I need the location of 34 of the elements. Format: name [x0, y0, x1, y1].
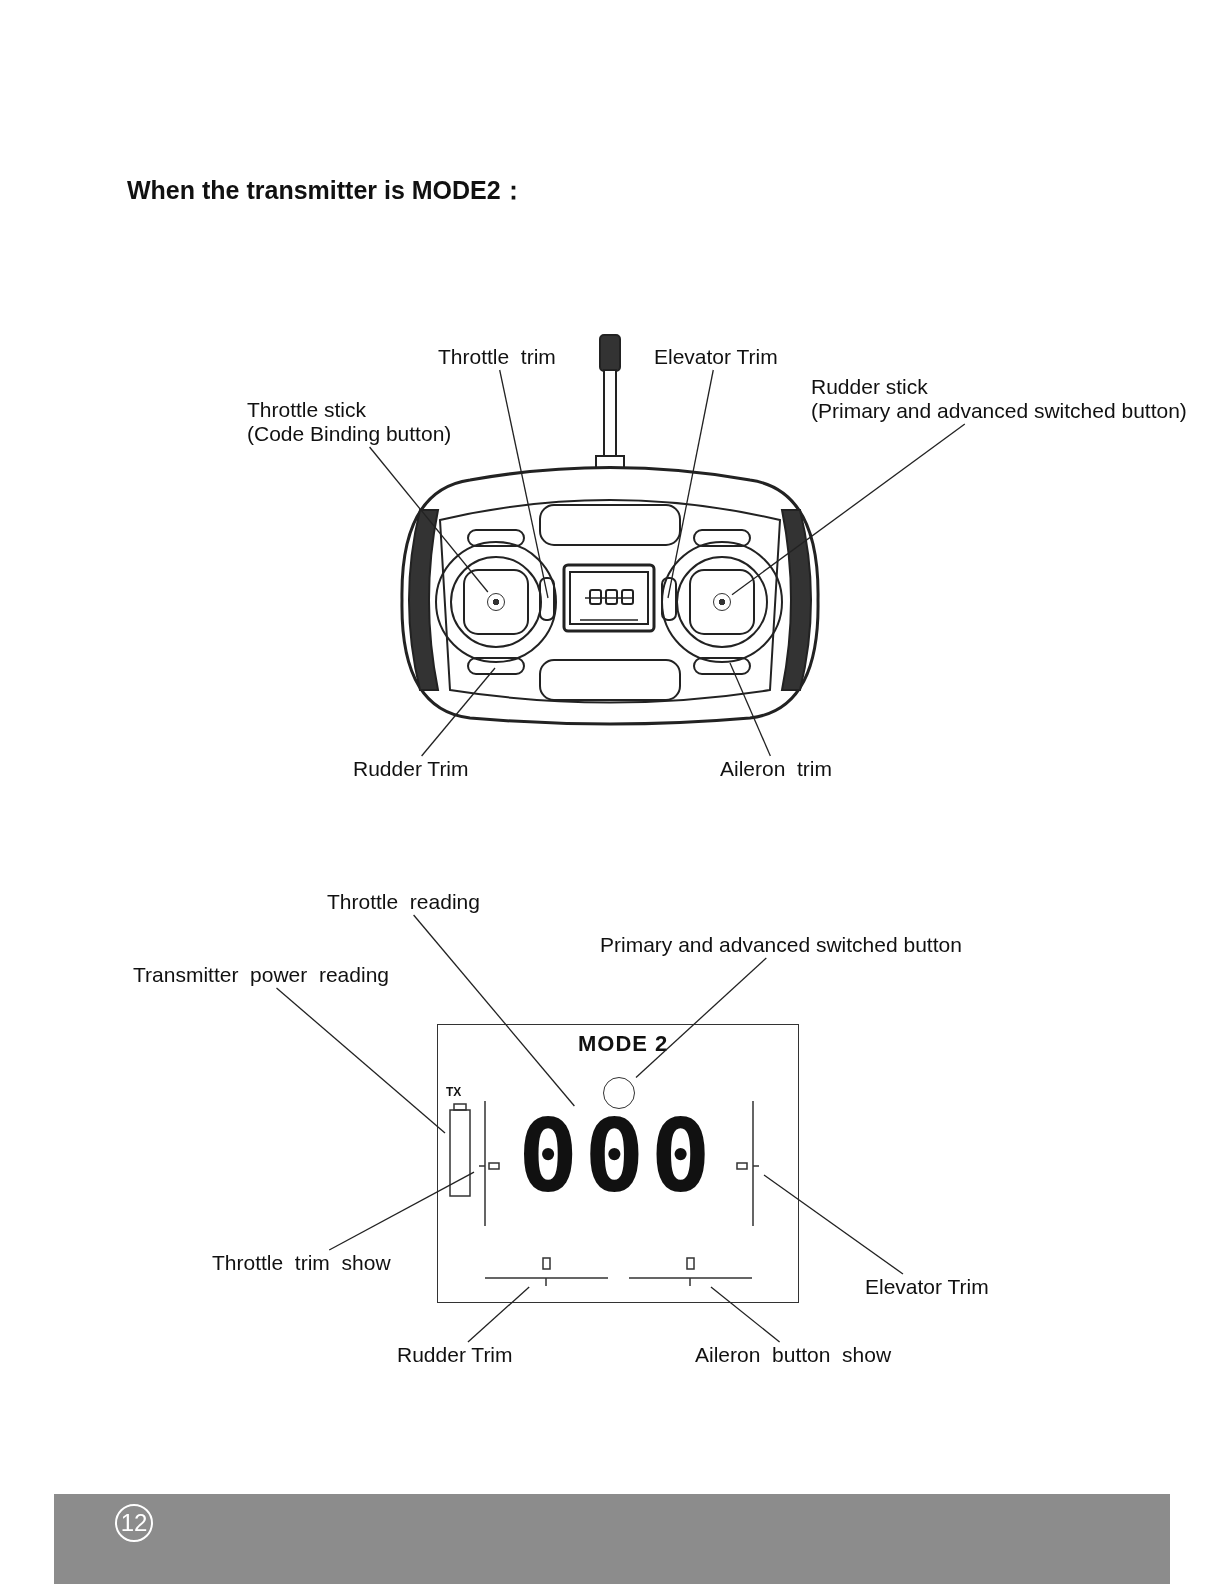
part-label: Aileron trim [720, 757, 833, 781]
leader-line [731, 423, 966, 596]
page-number: 12 [115, 1504, 153, 1542]
part-label: Elevator Trim [865, 1275, 989, 1299]
part-label: Rudder Trim [397, 1343, 513, 1367]
leader-line [763, 1174, 904, 1275]
leader-line [328, 1171, 475, 1251]
lcd-digits: 000 [518, 1107, 717, 1207]
lcd-screen [437, 1024, 799, 1303]
part-label: Throttle stick [247, 398, 368, 422]
part-label: Throttle trim show [212, 1251, 391, 1275]
leader-line [499, 369, 549, 599]
part-label: Throttle reading [327, 890, 480, 914]
part-label: Primary and advanced switched button [600, 933, 962, 957]
leader-line [412, 914, 576, 1107]
part-label: Aileron button show [695, 1343, 892, 1367]
leader-line [710, 1286, 781, 1343]
part-label: Rudder Trim [353, 757, 469, 781]
leader-line [368, 446, 489, 593]
part-label: Throttle trim [438, 345, 556, 369]
leader-line [420, 667, 496, 757]
heading: When the transmitter is MODE2： [127, 178, 526, 202]
leader-line [635, 957, 767, 1079]
leader-line [275, 987, 446, 1134]
battery-label: TX [446, 1085, 462, 1099]
part-label: Rudder stick [811, 375, 929, 399]
mode-text: MODE 2 [578, 1031, 669, 1057]
leader-line [467, 1286, 530, 1343]
leader-line [667, 369, 714, 599]
leader-line [729, 662, 771, 757]
part-label: (Primary and advanced switched button) [811, 399, 1187, 423]
part-label: (Code Binding button) [247, 422, 452, 446]
part-label: Elevator Trim [654, 345, 778, 369]
part-label: Transmitter power reading [133, 963, 389, 987]
